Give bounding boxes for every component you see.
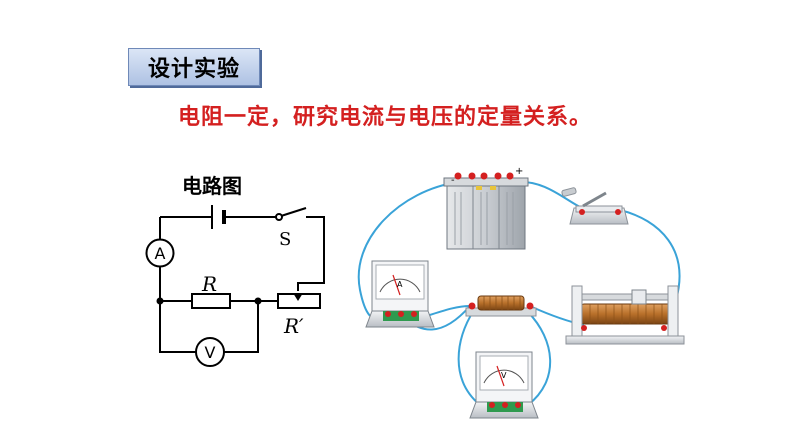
wire-voltmeter-right xyxy=(224,301,259,353)
resistor-label: R xyxy=(201,272,217,296)
terminal xyxy=(579,209,585,215)
terminal xyxy=(411,311,417,317)
wire xyxy=(527,311,552,406)
terminal xyxy=(502,402,508,408)
voltmeter-letter: V xyxy=(205,343,216,362)
section-badge: 设计实验 xyxy=(128,48,260,86)
terminal xyxy=(398,311,404,317)
terminal xyxy=(515,402,521,408)
wire xyxy=(457,309,481,406)
resistor-coil xyxy=(465,295,537,317)
terminal xyxy=(480,172,488,180)
terminal xyxy=(615,209,621,215)
switch-label: S xyxy=(279,229,291,250)
terminal xyxy=(494,172,502,180)
terminal xyxy=(468,302,476,310)
ammeter-device-letter: A xyxy=(397,280,403,289)
battery-minus-label: - xyxy=(451,175,455,186)
knife-switch xyxy=(561,187,629,225)
circuit-diagram-title: 电路图 xyxy=(182,174,242,198)
terminal xyxy=(526,302,534,310)
voltmeter-device-letter: V xyxy=(501,371,507,380)
junction-dot xyxy=(254,297,262,305)
wire-top-right xyxy=(297,216,325,291)
switch-pivot xyxy=(275,213,283,221)
wire xyxy=(619,209,681,301)
terminal xyxy=(506,172,514,180)
battery-plus-label: + xyxy=(515,166,523,177)
voltmeter-device: V xyxy=(469,351,539,419)
battery-box: - + xyxy=(443,166,529,250)
terminal xyxy=(489,402,495,408)
terminal xyxy=(661,325,667,331)
terminal xyxy=(385,311,391,317)
ammeter-symbol xyxy=(145,238,175,268)
terminal xyxy=(468,172,476,180)
rheostat-arrow xyxy=(293,293,303,301)
subtitle: 电阻一定，研究电流与电压的定量关系。 xyxy=(178,105,593,130)
terminal xyxy=(581,325,587,331)
ammeter-letter: A xyxy=(155,244,166,263)
terminal xyxy=(454,172,462,180)
rheostat-label: R′ xyxy=(283,314,304,338)
junction-dot xyxy=(156,297,164,305)
ammeter-device: A xyxy=(365,260,435,328)
voltmeter-symbol xyxy=(195,337,225,367)
switch-blade xyxy=(280,207,307,217)
sliding-rheostat xyxy=(565,285,685,345)
wire-left-lower xyxy=(159,267,194,353)
